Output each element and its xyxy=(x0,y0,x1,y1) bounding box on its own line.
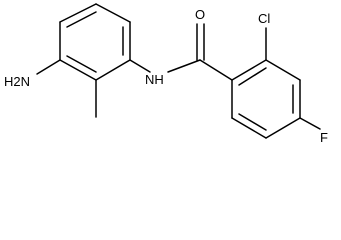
bond xyxy=(36,59,61,75)
bond xyxy=(231,117,267,139)
bond xyxy=(231,59,267,81)
aniline-ring xyxy=(59,3,131,81)
bond xyxy=(299,117,321,130)
double-bond-inner xyxy=(66,55,97,73)
carbonyl-o-label: O xyxy=(195,7,205,22)
bond xyxy=(95,59,131,81)
bond xyxy=(199,59,233,81)
fluoro-label: F xyxy=(320,130,328,145)
double-bond-inner xyxy=(238,67,267,86)
chloro-label: Cl xyxy=(258,11,270,26)
benzoyl-ring xyxy=(231,59,301,139)
double-bond-inner xyxy=(238,113,267,131)
bond xyxy=(265,117,301,139)
bond xyxy=(265,59,301,81)
bond xyxy=(95,3,131,23)
bond xyxy=(167,59,201,73)
bond xyxy=(59,59,97,81)
bond xyxy=(129,59,151,73)
amide-nh-label: NH xyxy=(145,72,164,87)
chemical-structure: H2N NH O Cl F xyxy=(4,3,328,145)
double-bond-inner xyxy=(66,11,97,28)
bond xyxy=(59,3,97,23)
amine-label: H2N xyxy=(4,74,30,89)
